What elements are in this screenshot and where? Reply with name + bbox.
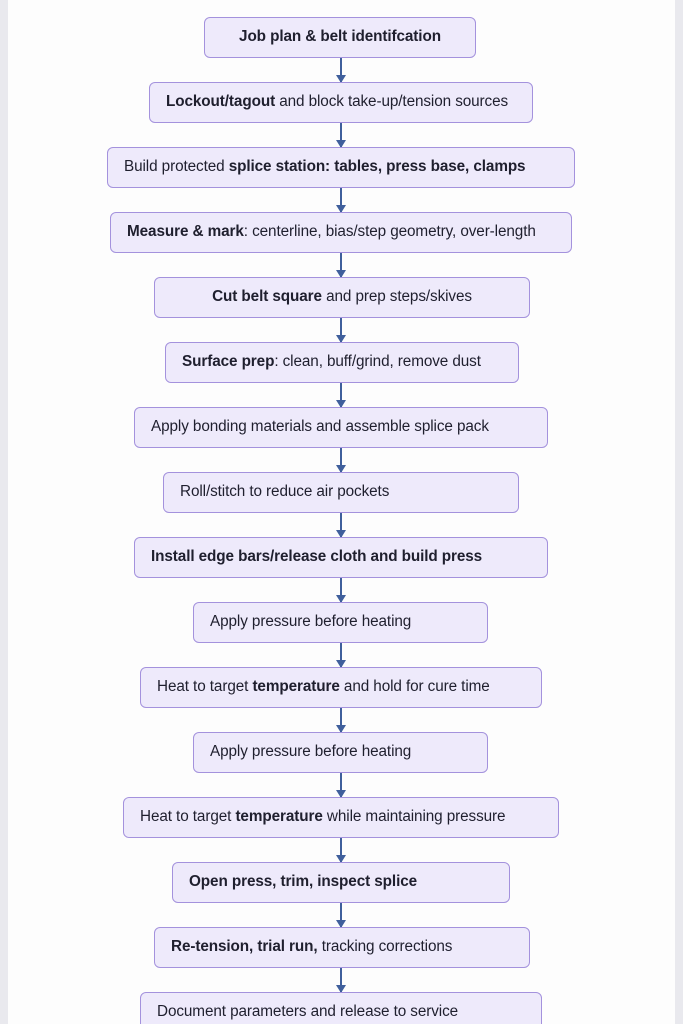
flow-arrow bbox=[340, 708, 342, 732]
flow-node-n1[interactable]: Job plan & belt identifcation bbox=[204, 17, 476, 58]
flow-node-n15[interactable]: Re-tension, trial run, tracking correcti… bbox=[154, 927, 530, 968]
flow-node-n5[interactable]: Cut belt square and prep steps/skives bbox=[154, 277, 530, 318]
flow-node-label: Surface prep: clean, buff/grind, remove … bbox=[182, 353, 481, 371]
flow-node-label: Apply bonding materials and assemble spl… bbox=[151, 418, 489, 436]
flow-arrow bbox=[340, 123, 342, 147]
flow-row: Document parameters and release to servi… bbox=[8, 992, 675, 1024]
flow-row: Open press, trim, inspect splice bbox=[8, 862, 675, 927]
flow-node-n9[interactable]: Install edge bars/release cloth and buil… bbox=[134, 537, 548, 578]
flow-arrow bbox=[340, 58, 342, 82]
flow-row: Apply bonding materials and assemble spl… bbox=[8, 407, 675, 472]
flow-arrow bbox=[340, 448, 342, 472]
flow-node-label: Install edge bars/release cloth and buil… bbox=[151, 548, 483, 566]
flow-node-n16[interactable]: Document parameters and release to servi… bbox=[140, 992, 542, 1024]
flow-node-label: Heat to target temperature while maintai… bbox=[140, 808, 506, 826]
flow-row: Re-tension, trial run, tracking correcti… bbox=[8, 927, 675, 992]
flow-arrow bbox=[340, 253, 342, 277]
flow-row: Measure & mark: centerline, bias/step ge… bbox=[8, 212, 675, 277]
flow-node-n12[interactable]: Apply pressure before heating bbox=[193, 732, 488, 773]
flow-node-label: Roll/stitch to reduce air pockets bbox=[180, 483, 390, 501]
flow-arrow bbox=[340, 513, 342, 537]
flow-row: Heat to target temperature while maintai… bbox=[8, 797, 675, 862]
flow-node-label: Cut belt square and prep steps/skives bbox=[212, 288, 472, 306]
flow-arrow bbox=[340, 318, 342, 342]
flow-node-n10[interactable]: Apply pressure before heating bbox=[193, 602, 488, 643]
flow-arrow bbox=[340, 643, 342, 667]
flow-node-label: Build protected splice station: tables, … bbox=[124, 158, 526, 176]
flow-arrow bbox=[340, 773, 342, 797]
flow-row: Build protected splice station: tables, … bbox=[8, 147, 675, 212]
flow-node-label: Re-tension, trial run, tracking correcti… bbox=[171, 938, 453, 956]
flow-node-label: Measure & mark: centerline, bias/step ge… bbox=[127, 223, 536, 241]
flow-row: Install edge bars/release cloth and buil… bbox=[8, 537, 675, 602]
flow-node-n3[interactable]: Build protected splice station: tables, … bbox=[107, 147, 575, 188]
flow-row: Lockout/tagout and block take-up/tension… bbox=[8, 82, 675, 147]
flow-row: Job plan & belt identifcation bbox=[8, 17, 675, 82]
flow-arrow bbox=[340, 578, 342, 602]
flow-node-label: Document parameters and release to servi… bbox=[157, 1003, 459, 1021]
flow-arrow bbox=[340, 903, 342, 927]
flow-arrow bbox=[340, 383, 342, 407]
flow-node-n2[interactable]: Lockout/tagout and block take-up/tension… bbox=[149, 82, 533, 123]
flow-node-n6[interactable]: Surface prep: clean, buff/grind, remove … bbox=[165, 342, 519, 383]
flow-row: Apply pressure before heating bbox=[8, 732, 675, 797]
flow-node-label: Open press, trim, inspect splice bbox=[189, 873, 418, 891]
flow-arrow bbox=[340, 968, 342, 992]
flow-node-n14[interactable]: Open press, trim, inspect splice bbox=[172, 862, 510, 903]
flow-node-label: Lockout/tagout and block take-up/tension… bbox=[166, 93, 509, 111]
flow-node-label: Heat to target temperature and hold for … bbox=[157, 678, 490, 696]
flow-arrow bbox=[340, 838, 342, 862]
flow-node-n11[interactable]: Heat to target temperature and hold for … bbox=[140, 667, 542, 708]
flow-node-label: Apply pressure before heating bbox=[210, 743, 412, 761]
flow-node-n4[interactable]: Measure & mark: centerline, bias/step ge… bbox=[110, 212, 572, 253]
flow-row: Heat to target temperature and hold for … bbox=[8, 667, 675, 732]
flow-arrow bbox=[340, 188, 342, 212]
flow-row: Cut belt square and prep steps/skives bbox=[8, 277, 675, 342]
flow-row: Surface prep: clean, buff/grind, remove … bbox=[8, 342, 675, 407]
flow-node-label: Job plan & belt identifcation bbox=[239, 28, 441, 46]
flow-node-label: Apply pressure before heating bbox=[210, 613, 412, 631]
flow-node-n8[interactable]: Roll/stitch to reduce air pockets bbox=[163, 472, 519, 513]
flow-row: Apply pressure before heating bbox=[8, 602, 675, 667]
flow-node-n7[interactable]: Apply bonding materials and assemble spl… bbox=[134, 407, 548, 448]
flow-row: Roll/stitch to reduce air pockets bbox=[8, 472, 675, 537]
flow-node-n13[interactable]: Heat to target temperature while maintai… bbox=[123, 797, 559, 838]
